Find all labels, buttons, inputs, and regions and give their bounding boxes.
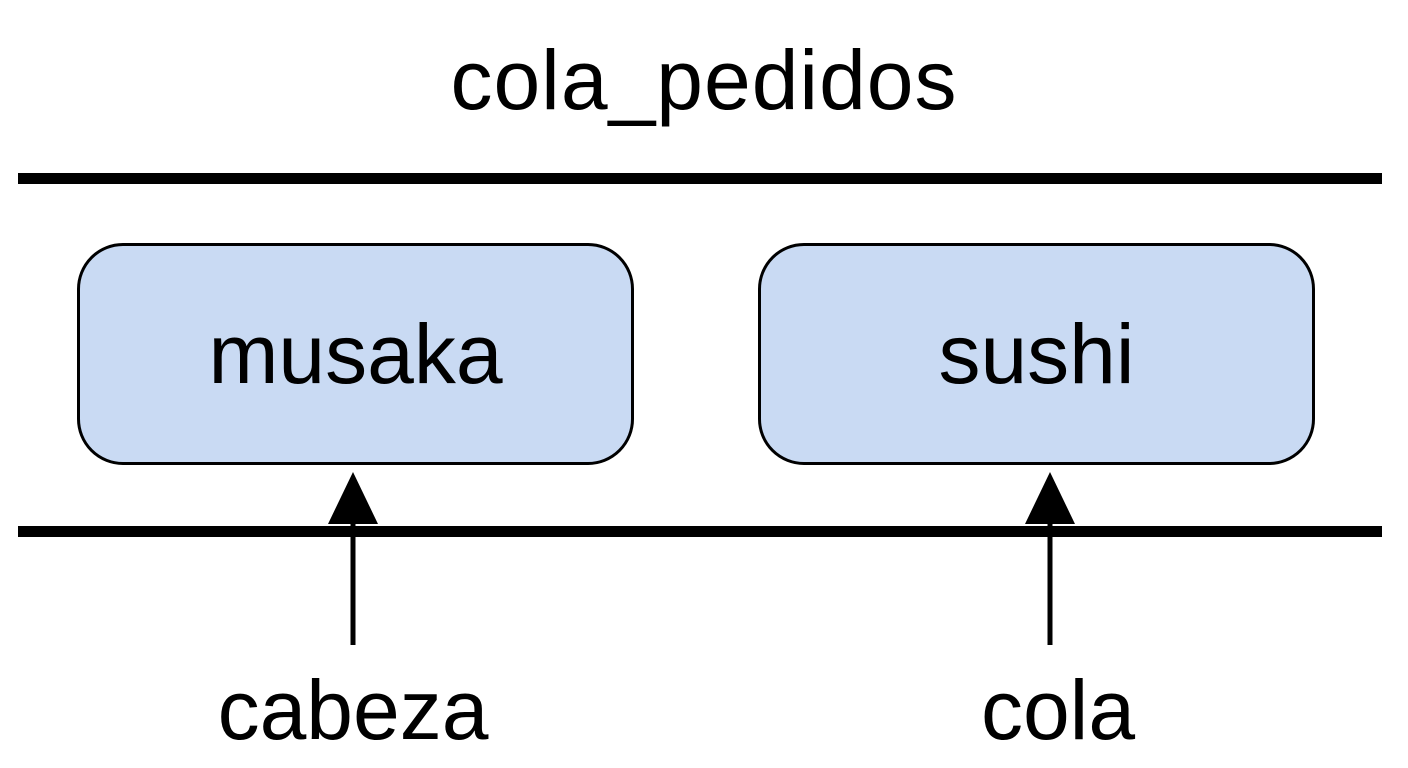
tail-pointer-arrow [1025, 472, 1075, 645]
queue-node-label: musaka [208, 306, 503, 401]
tail-pointer-label: cola [980, 663, 1136, 757]
diagram-title: cola_pedidos [450, 33, 958, 127]
queue-top-rail [18, 173, 1382, 184]
queue-bottom-rail [18, 526, 1382, 537]
queue-node-musaka: musaka [77, 243, 634, 465]
head-pointer-arrow [328, 472, 378, 645]
head-pointer-label: cabeza [217, 663, 489, 757]
queue-node-label: sushi [938, 306, 1135, 401]
queue-node-sushi: sushi [758, 243, 1315, 465]
